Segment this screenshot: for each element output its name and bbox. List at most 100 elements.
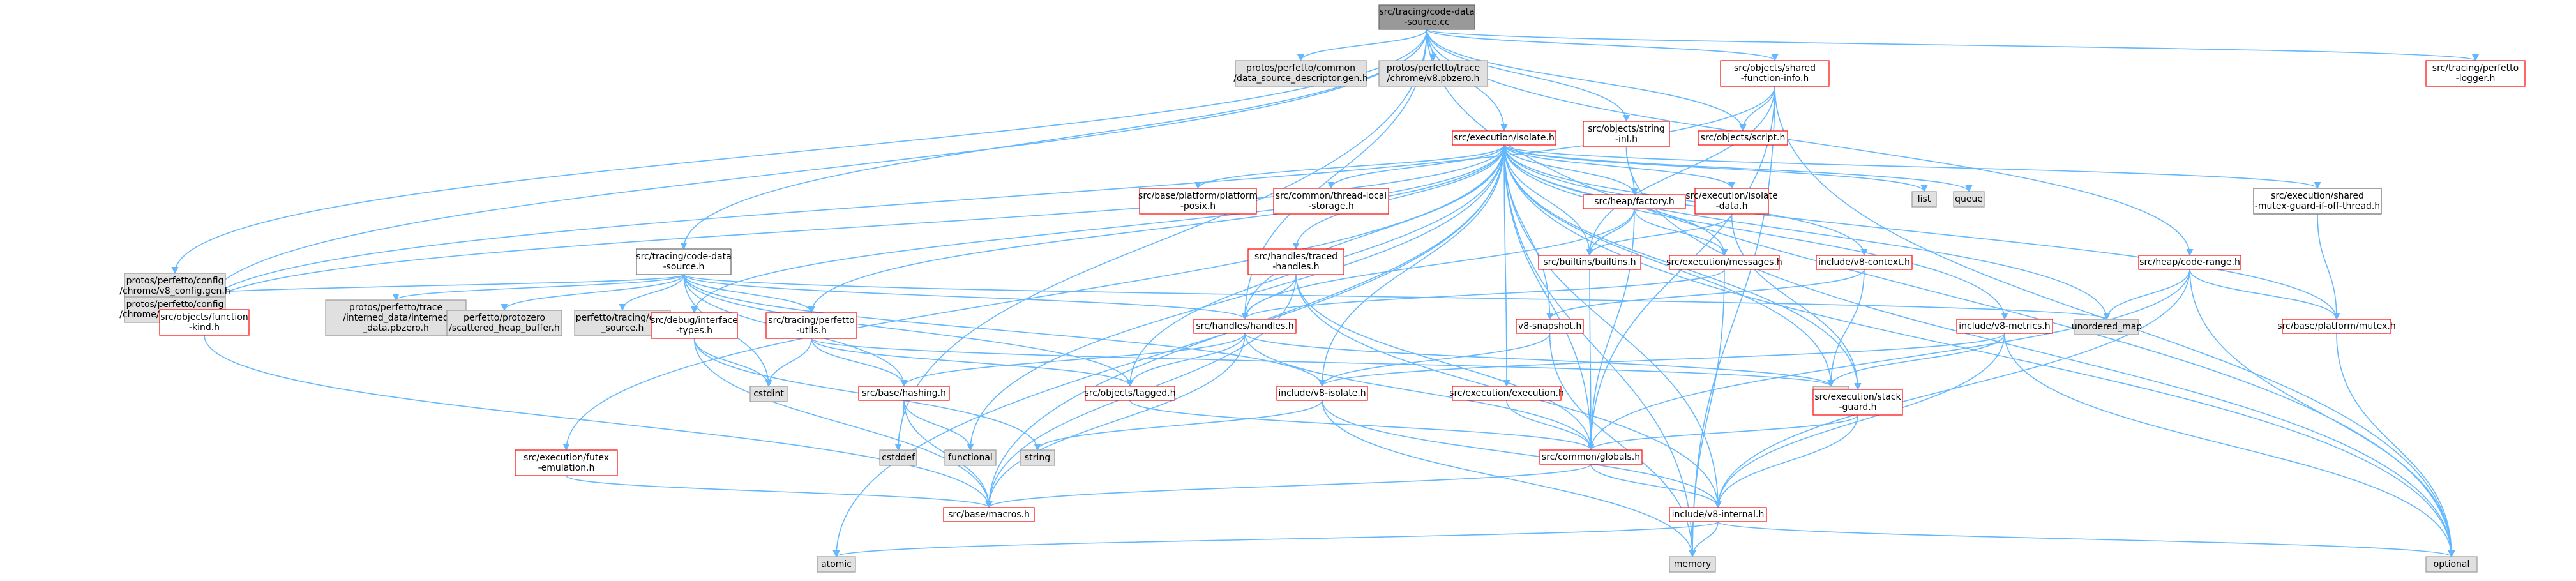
node-box — [879, 449, 917, 466]
node-label: optional — [2434, 559, 2470, 570]
node-isolate[interactable]: src/execution/isolate.h — [1452, 130, 1556, 146]
node-label: queue — [1955, 194, 1983, 204]
edge-isolate-to-isodata — [1503, 144, 1735, 190]
node-messages[interactable]: src/execution/messages.h — [1666, 255, 1782, 270]
node-mutex[interactable]: src/base/platform/mutex.h — [2277, 319, 2396, 334]
node-platposix[interactable]: src/base/platform/platform-posix.h — [1138, 188, 1258, 215]
node-v8context[interactable]: include/v8-context.h — [1816, 255, 1913, 270]
node-label: src/objects/function — [160, 312, 248, 322]
node-builtins[interactable]: src/builtins/builtins.h — [1538, 255, 1641, 270]
edge-isolate-to-futex — [562, 144, 1505, 451]
edge-futex-to-macros — [566, 475, 993, 509]
node-label: -mutex-guard-if-off-thread.h — [2255, 201, 2380, 211]
node-box — [1452, 130, 1556, 146]
node-sharedmutex[interactable]: src/execution/shared-mutex-guard-if-off-… — [2253, 188, 2382, 215]
edge-isolate-to-atomic — [832, 144, 1505, 558]
node-memory[interactable]: memory — [1669, 556, 1716, 573]
node-string[interactable]: string — [1020, 449, 1055, 466]
edge-isolate-to-handles — [1241, 144, 1505, 321]
node-execution[interactable]: src/execution/execution.h — [1449, 386, 1564, 401]
node-debugiface[interactable]: src/debug/interface-types.h — [651, 312, 738, 339]
node-datasrcdesc[interactable]: protos/perfetto/common/data_source_descr… — [1233, 60, 1368, 87]
edge-v8metrics-to-vector — [1827, 333, 2005, 388]
node-unordered[interactable]: unordered_map — [2072, 319, 2142, 335]
node-perfutils[interactable]: src/tracing/perfetto-utils.h — [765, 312, 857, 339]
node-scatter[interactable]: perfetto/protozero/scattered_heap_buffer… — [446, 310, 562, 336]
edge-v8metrics-to-optional — [2004, 333, 2455, 558]
node-label: src/heap/code-range.h — [2139, 257, 2240, 268]
node-objscript[interactable]: src/objects/script.h — [1698, 130, 1788, 146]
edge-coderange-to-mutex — [2189, 269, 2340, 321]
node-perfettologger[interactable]: src/tracing/perfetto-logger.h — [2425, 60, 2526, 87]
edge-isolate-to-heapfactory — [1503, 144, 1638, 196]
edge-coderange-to-optional — [2189, 269, 2455, 558]
node-label: src/execution/messages.h — [1666, 257, 1782, 268]
node-box — [325, 299, 467, 336]
node-label: /chrome/v8_config.gen.h — [119, 286, 230, 296]
node-fnkind[interactable]: src/objects/function-kind.h — [159, 309, 250, 336]
node-cstdint[interactable]: cstdint — [749, 386, 788, 402]
node-label: memory — [1674, 559, 1712, 570]
node-label: src/execution/isolate.h — [1454, 133, 1555, 143]
node-interned[interactable]: protos/perfetto/trace/interned_data/inte… — [325, 299, 467, 336]
node-v8metrics[interactable]: include/v8-metrics.h — [1956, 319, 2053, 334]
node-coderange[interactable]: src/heap/code-range.h — [2138, 255, 2241, 270]
node-stackguard[interactable]: src/execution/stack-guard.h — [1812, 389, 1903, 416]
node-futex[interactable]: src/execution/futex-emulation.h — [515, 449, 618, 476]
node-codedatah[interactable]: src/tracing/code-data-source.h — [636, 248, 732, 275]
node-threadlocal[interactable]: src/common/thread-local-storage.h — [1273, 188, 1389, 215]
node-list[interactable]: list — [1911, 191, 1937, 207]
edge-sharedmutex-to-mutex — [2317, 213, 2340, 321]
node-cstddef[interactable]: cstddef — [879, 449, 917, 466]
edge-globals-to-v8internal — [1590, 464, 1722, 509]
node-box — [651, 312, 738, 339]
edge-root-to-datasrcdesc — [1297, 29, 1427, 62]
node-label: _data.pbzero.h — [362, 323, 429, 333]
node-tracedhandles[interactable]: src/handles/traced-handles.h — [1247, 248, 1344, 275]
node-chromev8pb[interactable]: protos/perfetto/trace/chrome/v8.pbzero.h — [1378, 60, 1488, 87]
node-atomic[interactable]: atomic — [817, 556, 856, 573]
node-root[interactable]: src/tracing/code-data-source.cc — [1378, 4, 1475, 30]
node-label: src/base/hashing.h — [862, 388, 946, 398]
node-v8config[interactable]: protos/perfetto/config/chrome/v8_config.… — [119, 273, 230, 299]
node-queue[interactable]: queue — [1953, 191, 1985, 207]
node-label: -inl.h — [1615, 134, 1638, 144]
edge-v8context-to-vector — [1827, 269, 1865, 388]
node-v8isolate[interactable]: include/v8-isolate.h — [1276, 386, 1368, 401]
node-tagged[interactable]: src/objects/tagged.h — [1085, 386, 1176, 401]
node-label: src/objects/script.h — [1701, 133, 1786, 143]
node-box — [1276, 386, 1368, 401]
edge-isodata-to-stackguard — [1731, 213, 1862, 391]
node-heapfactory[interactable]: src/heap/factory.h — [1583, 194, 1686, 209]
edge-stackguard-to-globals — [1587, 414, 1858, 451]
node-hashing[interactable]: src/base/hashing.h — [858, 386, 950, 401]
node-handles[interactable]: src/handles/handles.h — [1193, 319, 1297, 334]
node-box — [446, 310, 562, 336]
node-sharedfn[interactable]: src/objects/shared-function-info.h — [1720, 60, 1830, 87]
node-label: protos/perfetto/config — [126, 299, 224, 310]
node-optional[interactable]: optional — [2425, 556, 2478, 573]
node-label: -kind.h — [189, 322, 220, 333]
edge-isolate-to-threadlocal — [1327, 144, 1505, 190]
node-macros[interactable]: src/base/macros.h — [943, 507, 1035, 522]
node-functional[interactable]: functional — [944, 449, 997, 466]
node-snapshot[interactable]: v8-snapshot.h — [1516, 319, 1584, 334]
edge-v8internal-to-optional — [1717, 521, 2455, 558]
node-label: /interned_data/interned — [343, 313, 448, 323]
node-globals[interactable]: src/common/globals.h — [1539, 449, 1643, 465]
node-label: include/v8-isolate.h — [1278, 388, 1366, 398]
node-box — [1669, 255, 1780, 270]
edge-root-to-optional — [1426, 29, 2455, 558]
edge-codedatah-to-perfdatasrc — [619, 274, 684, 312]
edge-coderange-to-unordered — [2103, 269, 2190, 321]
node-box — [1956, 319, 2053, 334]
node-box — [1020, 449, 1055, 466]
edge-handles-to-macros — [985, 333, 1246, 509]
node-objstring[interactable]: src/objects/string-inl.h — [1583, 121, 1670, 147]
edge-handles-to-vector — [1244, 333, 1835, 388]
node-box — [1720, 60, 1830, 87]
node-v8internal[interactable]: include/v8-internal.h — [1669, 507, 1767, 522]
node-label: src/heap/factory.h — [1594, 197, 1674, 207]
node-isodata[interactable]: src/execution/isolate-data.h — [1685, 188, 1778, 215]
node-label: src/execution/shared — [2271, 191, 2364, 201]
